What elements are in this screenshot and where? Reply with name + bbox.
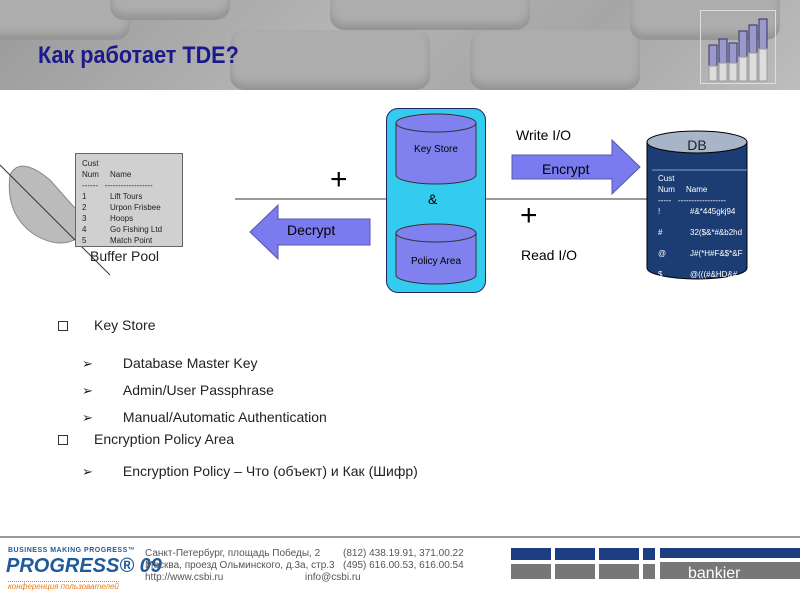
progress-tagline: BUSINESS MAKING PROGRESS™ — [8, 547, 136, 554]
progress-logo: PROGRESS® 09 — [6, 555, 162, 577]
plus-sign: + — [330, 163, 348, 196]
ampersand: & — [428, 191, 438, 207]
chart-logo-icon — [700, 10, 776, 84]
progress-subtitle: конференция пользователей — [8, 581, 119, 591]
plus-sign: + — [520, 199, 538, 232]
page-title: Как работает TDE? — [38, 42, 239, 69]
table-row: $@(((#&HD&# — [658, 270, 738, 279]
footer-divider — [0, 536, 800, 538]
table-row: #32($&*#&b2hd — [658, 228, 743, 237]
cylinders — [395, 113, 477, 285]
bullet-list: Key Store ➢Database Master Key ➢Admin/Us… — [58, 317, 418, 480]
square-bullet-icon — [58, 435, 68, 445]
read-io-label: Read I/O — [521, 247, 578, 263]
bullet-policy-area: Encryption Policy Area — [58, 431, 418, 447]
bullet-key-store: Key Store — [58, 317, 418, 333]
footer-contacts: Санкт-Петербург, площадь Победы, 2(812) … — [145, 548, 464, 583]
database-cylinder — [646, 130, 748, 280]
header-banner — [0, 0, 800, 90]
db-label: DB — [687, 137, 707, 153]
arrow-bullet-icon: ➢ — [82, 356, 93, 371]
email-link[interactable]: info@csbi.ru — [305, 572, 361, 583]
diagram-lines — [0, 138, 665, 276]
write-io-label: Write I/O — [516, 127, 571, 143]
arrow-bullet-icon: ➢ — [82, 464, 93, 479]
table-row: @J#(*H#F&$*&F — [658, 249, 743, 258]
square-bullet-icon — [58, 321, 68, 331]
key-store-label: Key Store — [414, 144, 458, 155]
encrypt-arrow-label: Encrypt — [542, 161, 590, 177]
policy-area-label: Policy Area — [410, 256, 462, 267]
website-link[interactable]: http://www.csbi.ru — [145, 572, 224, 583]
arrow-bullet-icon: ➢ — [82, 410, 93, 425]
buffer-pool-label: Buffer Pool — [90, 248, 160, 264]
arrow-bullet-icon: ➢ — [82, 383, 93, 398]
csbi-subtitle: bankier — [688, 565, 741, 582]
decrypt-arrow-label: Decrypt — [287, 222, 336, 238]
table-row: !#&*445gkj94 — [658, 207, 736, 216]
csbi-logo — [511, 548, 800, 579]
